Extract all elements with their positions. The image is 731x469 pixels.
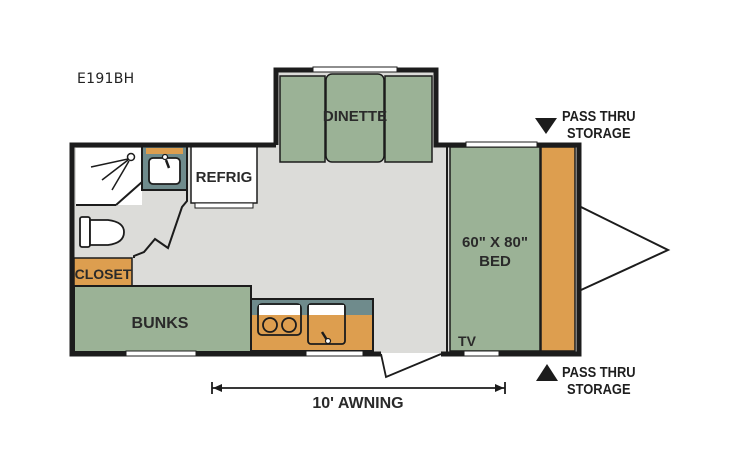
closet: CLOSET [73, 257, 133, 287]
bathroom [76, 145, 188, 258]
window [465, 141, 538, 148]
refrigerator: REFRIG [190, 145, 258, 209]
window [463, 350, 500, 357]
bunks: BUNKS [73, 285, 252, 353]
bed-size-label: 60" X 80" [462, 234, 528, 251]
arrow-down-icon [535, 118, 557, 134]
exterior-walls [69, 67, 582, 357]
pass-thru-storage-bottom: PASS THRU STORAGE [562, 364, 636, 398]
awning-dimension [211, 382, 506, 394]
toilet-icon [79, 216, 125, 248]
bed-label: BED [479, 253, 511, 270]
storage-top-line2: STORAGE [567, 125, 631, 142]
stove-icon [257, 303, 302, 336]
trailer-hitch [580, 206, 671, 291]
bunks-label: BUNKS [132, 315, 189, 332]
awning-label: 10' AWNING [312, 395, 403, 412]
window [305, 350, 364, 357]
windows [125, 66, 538, 357]
closet-label: CLOSET [75, 266, 132, 282]
kitchen-sink-icon [307, 303, 346, 345]
arrow-right-icon [495, 384, 504, 392]
entry-door [380, 353, 442, 379]
model-number: E191BH [77, 71, 135, 87]
front-storage [540, 146, 576, 352]
pass-thru-storage-top: PASS THRU STORAGE [562, 108, 636, 142]
window [312, 66, 398, 73]
storage-bottom-line2: STORAGE [567, 381, 631, 398]
window [125, 350, 197, 357]
storage-top-line1: PASS THRU [562, 108, 636, 125]
refrigerator-label: REFRIG [196, 169, 253, 186]
dinette: DINETTE [279, 73, 433, 163]
bed: 60" X 80" BED TV [449, 146, 541, 352]
storage-bottom-line1: PASS THRU [562, 364, 636, 381]
bath-sink-icon [148, 157, 181, 185]
kitchen [250, 298, 374, 352]
shower-icon [90, 152, 136, 191]
arrow-left-icon [213, 384, 222, 392]
dinette-label: DINETTE [323, 108, 387, 125]
tv-label: TV [458, 333, 477, 349]
arrow-up-icon [536, 364, 558, 381]
